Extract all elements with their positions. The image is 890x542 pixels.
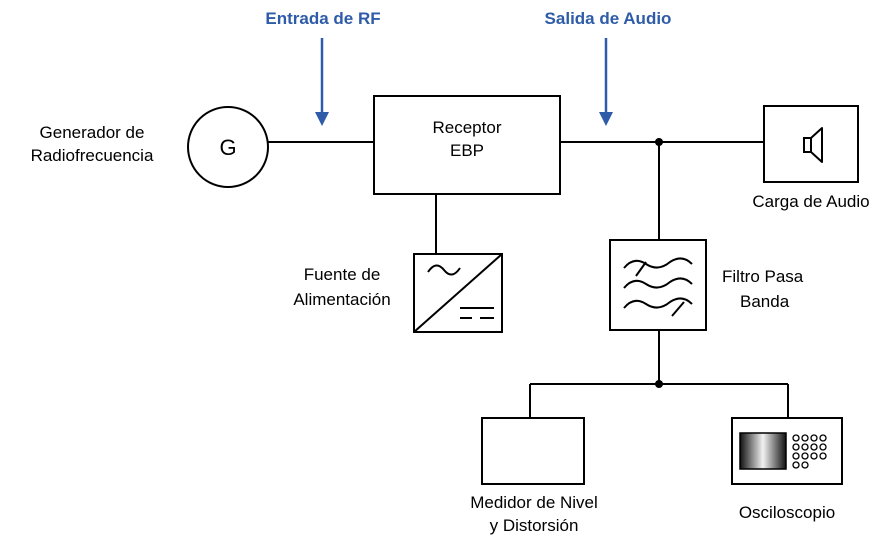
bandpass-filter-label-line2: Banda: [740, 292, 790, 311]
bandpass-filter-label-line1: Filtro Pasa: [722, 267, 804, 286]
junction-dot: [655, 138, 663, 146]
generator-label-line1: Generador de: [40, 123, 145, 142]
power-supply-label-line2: Alimentación: [293, 290, 390, 309]
audio-load-block: [763, 105, 859, 183]
junction-dot: [655, 380, 663, 388]
oscilloscope-icon: [739, 432, 827, 470]
rf-input-label: Entrada de RF: [265, 9, 380, 28]
receiver-label-line2: EBP: [450, 141, 484, 160]
oscilloscope-block: [731, 417, 843, 485]
speaker-icon: [803, 127, 823, 163]
level-meter-block: [481, 417, 585, 485]
audio-load-label: Carga de Audio: [752, 192, 869, 211]
bandpass-filter-icon: [623, 257, 693, 317]
rf-input-arrowhead: [315, 112, 329, 126]
ac-dc-converter-icon: [413, 253, 503, 333]
bandpass-filter-block: [609, 239, 707, 331]
level-meter-label-line2: y Distorsión: [490, 516, 579, 535]
receiver-block: Receptor EBP: [373, 95, 561, 195]
oscilloscope-label: Osciloscopio: [739, 503, 835, 522]
generator-label-line2: Radiofrecuencia: [31, 146, 154, 165]
power-supply-block: [413, 253, 503, 333]
generator-symbol: G: [219, 135, 236, 160]
power-supply-label-line1: Fuente de: [304, 265, 381, 284]
audio-output-arrowhead: [599, 112, 613, 126]
level-meter-label-line1: Medidor de Nivel: [470, 493, 598, 512]
receiver-label-line1: Receptor: [433, 118, 502, 137]
audio-output-label: Salida de Audio: [545, 9, 672, 28]
rf-generator: G: [187, 106, 269, 188]
